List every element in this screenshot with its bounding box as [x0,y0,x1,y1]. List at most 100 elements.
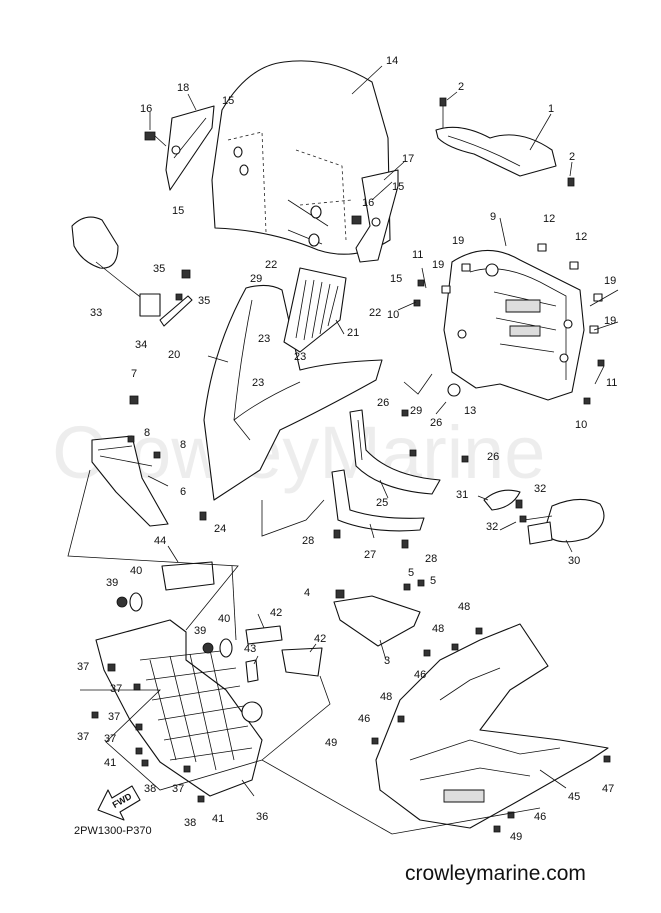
part-box-44 [161,561,215,591]
callout-c37b: 37 [110,683,122,695]
callout-c12a: 12 [543,213,555,225]
callout-c19a: 19 [452,235,464,247]
callout-c7: 7 [131,368,137,380]
callout-c23b: 23 [294,351,306,363]
callout-c41b: 41 [212,813,224,825]
callout-c29a: 29 [250,273,262,285]
part-windshield [211,60,391,255]
callout-c29b: 29 [410,405,422,417]
fasteners-lower [91,409,611,833]
part-clips-12-19 [413,243,605,405]
callout-c5b: 5 [430,575,436,587]
callout-c46b: 46 [358,713,370,725]
callout-c42a: 42 [270,607,282,619]
callout-c48b: 48 [432,623,444,635]
callout-c2b: 2 [569,151,575,163]
callout-c45: 45 [568,791,580,803]
callout-c25: 25 [376,497,388,509]
callout-c35a: 35 [153,263,165,275]
callout-c16a: 16 [140,103,152,115]
diagram-code: 2PW1300-P370 [74,825,152,837]
callout-c11b: 11 [606,377,617,389]
callout-c2a: 2 [458,81,464,93]
callout-c38b: 38 [184,817,196,829]
part-front-cowl [203,284,383,501]
callout-c6: 6 [180,486,186,498]
callout-c19b: 19 [432,259,444,271]
callout-c8b: 8 [180,439,186,451]
callout-c10b: 10 [575,419,587,431]
callout-c37f: 37 [172,783,184,795]
callout-c40b: 40 [218,613,230,625]
website-label: crowleymarine.com [405,862,586,885]
callout-c18: 18 [177,82,189,94]
callout-c48a: 48 [458,601,470,613]
callout-c16b: 16 [362,197,374,209]
callout-c36: 36 [256,811,268,823]
callout-c1: 1 [548,103,554,115]
callout-c32a: 32 [534,483,546,495]
callout-c37d: 37 [108,711,120,723]
callout-c41a: 41 [104,757,116,769]
callout-c19c: 19 [604,275,616,287]
callout-c32b: 32 [486,521,498,533]
callout-c28b: 28 [425,553,437,565]
assembly-lines [67,373,541,835]
callout-c38a: 38 [144,783,156,795]
callout-c8a: 8 [144,427,150,439]
callout-c49a: 49 [325,737,337,749]
callout-c10a: 10 [387,309,399,321]
callout-c26c: 26 [487,451,499,463]
callout-c23c: 23 [252,377,264,389]
leader-lines [147,65,619,797]
callout-c33: 33 [90,307,102,319]
part-damper-40 [116,592,233,658]
callout-c31: 31 [456,489,468,501]
callout-c20: 20 [168,349,180,361]
callout-c24: 24 [214,523,226,535]
callout-c12b: 12 [575,231,587,243]
callout-c26a: 26 [377,397,389,409]
callout-c15d: 15 [390,273,402,285]
callout-c39a: 39 [106,577,118,589]
callout-c13: 13 [464,405,476,417]
callout-c47: 47 [602,783,614,795]
callout-c22a: 22 [265,259,277,271]
part-pad-43 [245,659,259,683]
callout-c44: 44 [154,535,166,547]
callout-c37e: 37 [104,733,116,745]
callout-c3: 3 [384,655,390,667]
part-duct [283,267,347,353]
callout-c15b: 15 [172,205,184,217]
part-side-cover-left [91,395,169,527]
part-inner-cover-36 [95,619,263,797]
callout-c28a: 28 [302,535,314,547]
part-bracket-right [351,169,399,263]
part-mirror-right [483,489,605,545]
part-cover-3 [333,579,425,647]
callout-c27: 27 [364,549,376,561]
callout-c40a: 40 [130,565,142,577]
callout-c17: 17 [402,153,414,165]
callout-c46c: 46 [534,811,546,823]
callout-c19d: 19 [604,315,616,327]
callout-c46a: 46 [414,669,426,681]
callout-c34: 34 [135,339,147,351]
callout-c43: 43 [244,643,256,655]
part-stay-25 [349,409,441,495]
callout-c37c: 37 [77,731,89,743]
part-stay-27 [331,469,425,532]
callout-c48c: 48 [380,691,392,703]
callout-c15c: 15 [392,181,404,193]
part-mirror-left [71,216,193,327]
callout-c37a: 37 [77,661,89,673]
callout-c26b: 26 [430,417,442,429]
callout-c21: 21 [347,327,359,339]
callout-c9: 9 [490,211,496,223]
part-bracket-left [144,105,215,191]
callout-c11a: 11 [412,249,423,261]
fwd-arrow: FWD [97,785,141,821]
callout-c42b: 42 [314,633,326,645]
